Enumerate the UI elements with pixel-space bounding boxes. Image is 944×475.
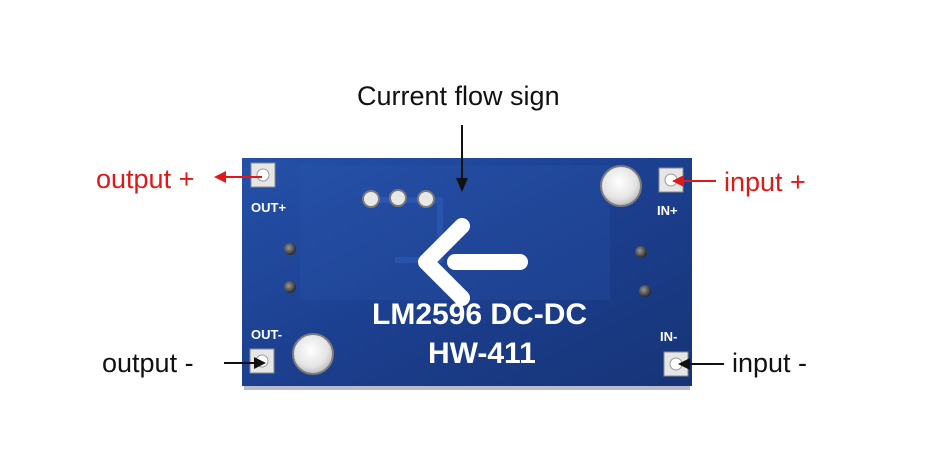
arrow-input-plus-icon — [672, 175, 716, 187]
output-minus-label: output - — [102, 348, 194, 378]
arrow-input-minus-icon — [678, 358, 724, 370]
current-flow-label: Current flow sign — [357, 81, 560, 111]
via — [635, 246, 647, 258]
silk-out-minus: OUT- — [251, 327, 282, 342]
solder-pin — [389, 189, 407, 207]
input-minus-label: input - — [732, 348, 808, 378]
silk-in-minus: IN- — [660, 329, 677, 344]
pad-out-plus — [250, 162, 276, 188]
via — [284, 281, 296, 293]
arrow-current-flow-icon — [456, 125, 468, 192]
output-plus-label: output + — [96, 164, 195, 194]
via — [639, 285, 651, 297]
solder-pin — [417, 190, 435, 208]
current-flow-arrow-icon — [418, 218, 528, 306]
mounting-hole-top — [600, 165, 642, 207]
arrow-output-plus-icon — [214, 171, 262, 183]
mounting-hole-bottom — [292, 333, 334, 375]
input-plus-label: input + — [724, 167, 806, 197]
silk-in-plus: IN+ — [657, 203, 678, 218]
silk-out-plus: OUT+ — [251, 200, 286, 215]
via — [284, 243, 296, 255]
solder-pin — [362, 190, 380, 208]
silk-line1: LM2596 DC-DC — [372, 298, 587, 331]
silk-line2: HW-411 — [428, 337, 536, 370]
board-edge — [244, 384, 690, 390]
arrow-output-minus-icon — [224, 357, 266, 369]
